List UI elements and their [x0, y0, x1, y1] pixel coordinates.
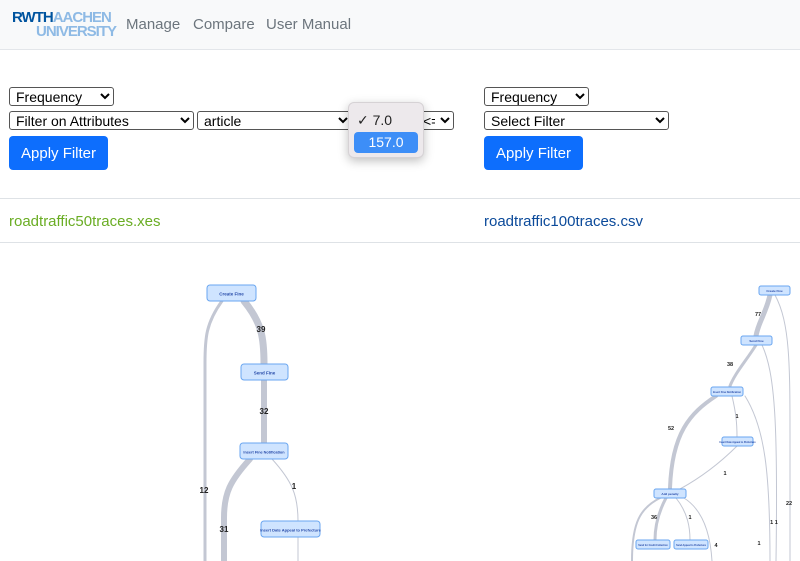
svg-text:Add penalty: Add penalty [661, 492, 678, 496]
right-edge-label-1b: 1 [723, 471, 726, 477]
right-graph-edges [631, 292, 791, 561]
left-graph-edges [203, 297, 299, 561]
right-edge-send-right [761, 344, 778, 561]
svg-text:Create Fine: Create Fine [219, 292, 244, 297]
right-graph-node-create-fine[interactable]: Create Fine [758, 285, 791, 296]
right-graph-node-add-penalty[interactable]: Add penalty [653, 488, 687, 499]
right-edge-label-1-1: 1 1 [770, 520, 778, 526]
right-graph-node-insert-date-appeal[interactable]: Insert Date Appeal to Prefecture [719, 436, 756, 447]
right-filter-select[interactable]: Select Filter [484, 111, 669, 130]
right-edge-label-1d: 1 [757, 541, 760, 547]
left-attribute-select[interactable]: article [197, 111, 352, 130]
left-graph-node-insert-date-appeal[interactable]: Insert Date Appeal to Prefecture [260, 520, 322, 538]
svg-text:Send for Credit Collection: Send for Credit Collection [638, 544, 668, 547]
left-edge-create-send [240, 297, 268, 368]
left-edge-label-1: 1 [292, 482, 297, 491]
left-edge-label-39: 39 [257, 325, 266, 334]
check-icon: ✓ [357, 112, 369, 128]
left-apply-filter-button[interactable]: Apply Filter [9, 136, 109, 170]
svg-text:Insert Date Appeal to Prefectu: Insert Date Appeal to Prefecture [260, 528, 322, 533]
logo-university: UNIVERSITY [36, 23, 117, 40]
right-metric-select[interactable]: Frequency [484, 87, 589, 106]
right-graph-node-send-credit-collection[interactable]: Send for Credit Collection [635, 539, 671, 550]
right-graph-node-send-fine[interactable]: Send Fine [740, 335, 773, 346]
left-edge-label-31: 31 [220, 525, 229, 534]
right-edge-label-36: 36 [651, 515, 657, 521]
left-operator-select[interactable]: <= [416, 111, 454, 130]
left-filter-type-select[interactable]: Filter on Attributes [9, 111, 194, 130]
nav-manage[interactable]: Manage [126, 16, 181, 33]
right-edge-penalty-credit [653, 496, 668, 542]
left-edge-label-12: 12 [200, 486, 209, 495]
right-graph-node-insert-fine-notification[interactable]: Insert Fine Notification [710, 386, 744, 397]
right-edge-appeal-penalty [679, 445, 738, 490]
right-edge-label-22: 22 [786, 501, 792, 507]
right-edge-penalty-appeal [675, 497, 691, 541]
left-edge-insert-appeal [271, 458, 299, 522]
value-option-157[interactable]: 157.0 [354, 132, 418, 153]
right-edge-label-4: 4 [714, 543, 718, 549]
divider-top [0, 198, 800, 199]
left-edge-label-32: 32 [260, 407, 269, 416]
value-dropdown-popup: ✓ 7.0 157.0 [348, 102, 424, 158]
right-edge-penalty-right [683, 497, 713, 561]
left-edge-insert-down [221, 456, 253, 561]
divider-bottom [0, 242, 800, 243]
right-edge-label-52: 52 [668, 426, 674, 432]
right-edge-penalty-left [631, 497, 661, 561]
right-edge-insert-down [744, 395, 771, 561]
svg-text:Insert Fine Notification: Insert Fine Notification [243, 451, 285, 455]
rwth-logo[interactable]: RWTHAACHEN UNIVERSITY [12, 9, 117, 39]
right-edge-insert-penalty [668, 394, 718, 490]
process-graphs: Create Fine Send Fine Insert Fine Notifi… [200, 284, 792, 561]
left-file-name[interactable]: roadtraffic50traces.xes [9, 213, 161, 230]
logo-rwth: RWTH [12, 9, 54, 26]
left-metric-select[interactable]: Frequency [9, 87, 114, 106]
right-edge-send-insert [728, 343, 758, 388]
right-edge-label-1c: 1 [688, 515, 691, 521]
svg-text:Create Fine: Create Fine [766, 289, 783, 293]
right-graph-node-send-appeal-prefecture[interactable]: Send Appeal to Prefecture [673, 539, 709, 550]
nav-user-manual[interactable]: User Manual [266, 16, 352, 33]
right-file-name[interactable]: roadtraffic100traces.csv [484, 213, 643, 230]
left-graph-node-send-fine[interactable]: Send Fine [240, 363, 289, 381]
navbar: RWTHAACHEN UNIVERSITY Manage Compare Use… [0, 0, 800, 50]
left-edge-create-down [203, 299, 224, 561]
svg-text:Insert Fine Notification: Insert Fine Notification [713, 390, 742, 394]
svg-text:Send Appeal to Prefecture: Send Appeal to Prefecture [676, 544, 706, 547]
value-option-7[interactable]: ✓ 7.0 [357, 112, 393, 128]
svg-text:Insert Date Appeal to Prefectu: Insert Date Appeal to Prefecture [719, 441, 756, 444]
right-apply-filter-button[interactable]: Apply Filter [484, 136, 584, 170]
right-edge-create-send [753, 292, 773, 339]
logo-aachen: AACHEN [52, 9, 112, 26]
right-edge-create-right [774, 294, 791, 561]
svg-text:Send Fine: Send Fine [749, 339, 764, 343]
right-edge-label-38: 38 [727, 362, 733, 368]
left-graph-node-insert-fine-notification[interactable]: Insert Fine Notification [239, 442, 289, 460]
right-edge-label-77: 77 [755, 312, 761, 318]
svg-text:Send Fine: Send Fine [254, 371, 276, 376]
right-edge-label-1a: 1 [735, 414, 738, 420]
right-edge-insert-appeal [731, 395, 738, 438]
nav-compare[interactable]: Compare [193, 16, 255, 33]
left-graph-node-create-fine[interactable]: Create Fine [206, 284, 257, 302]
